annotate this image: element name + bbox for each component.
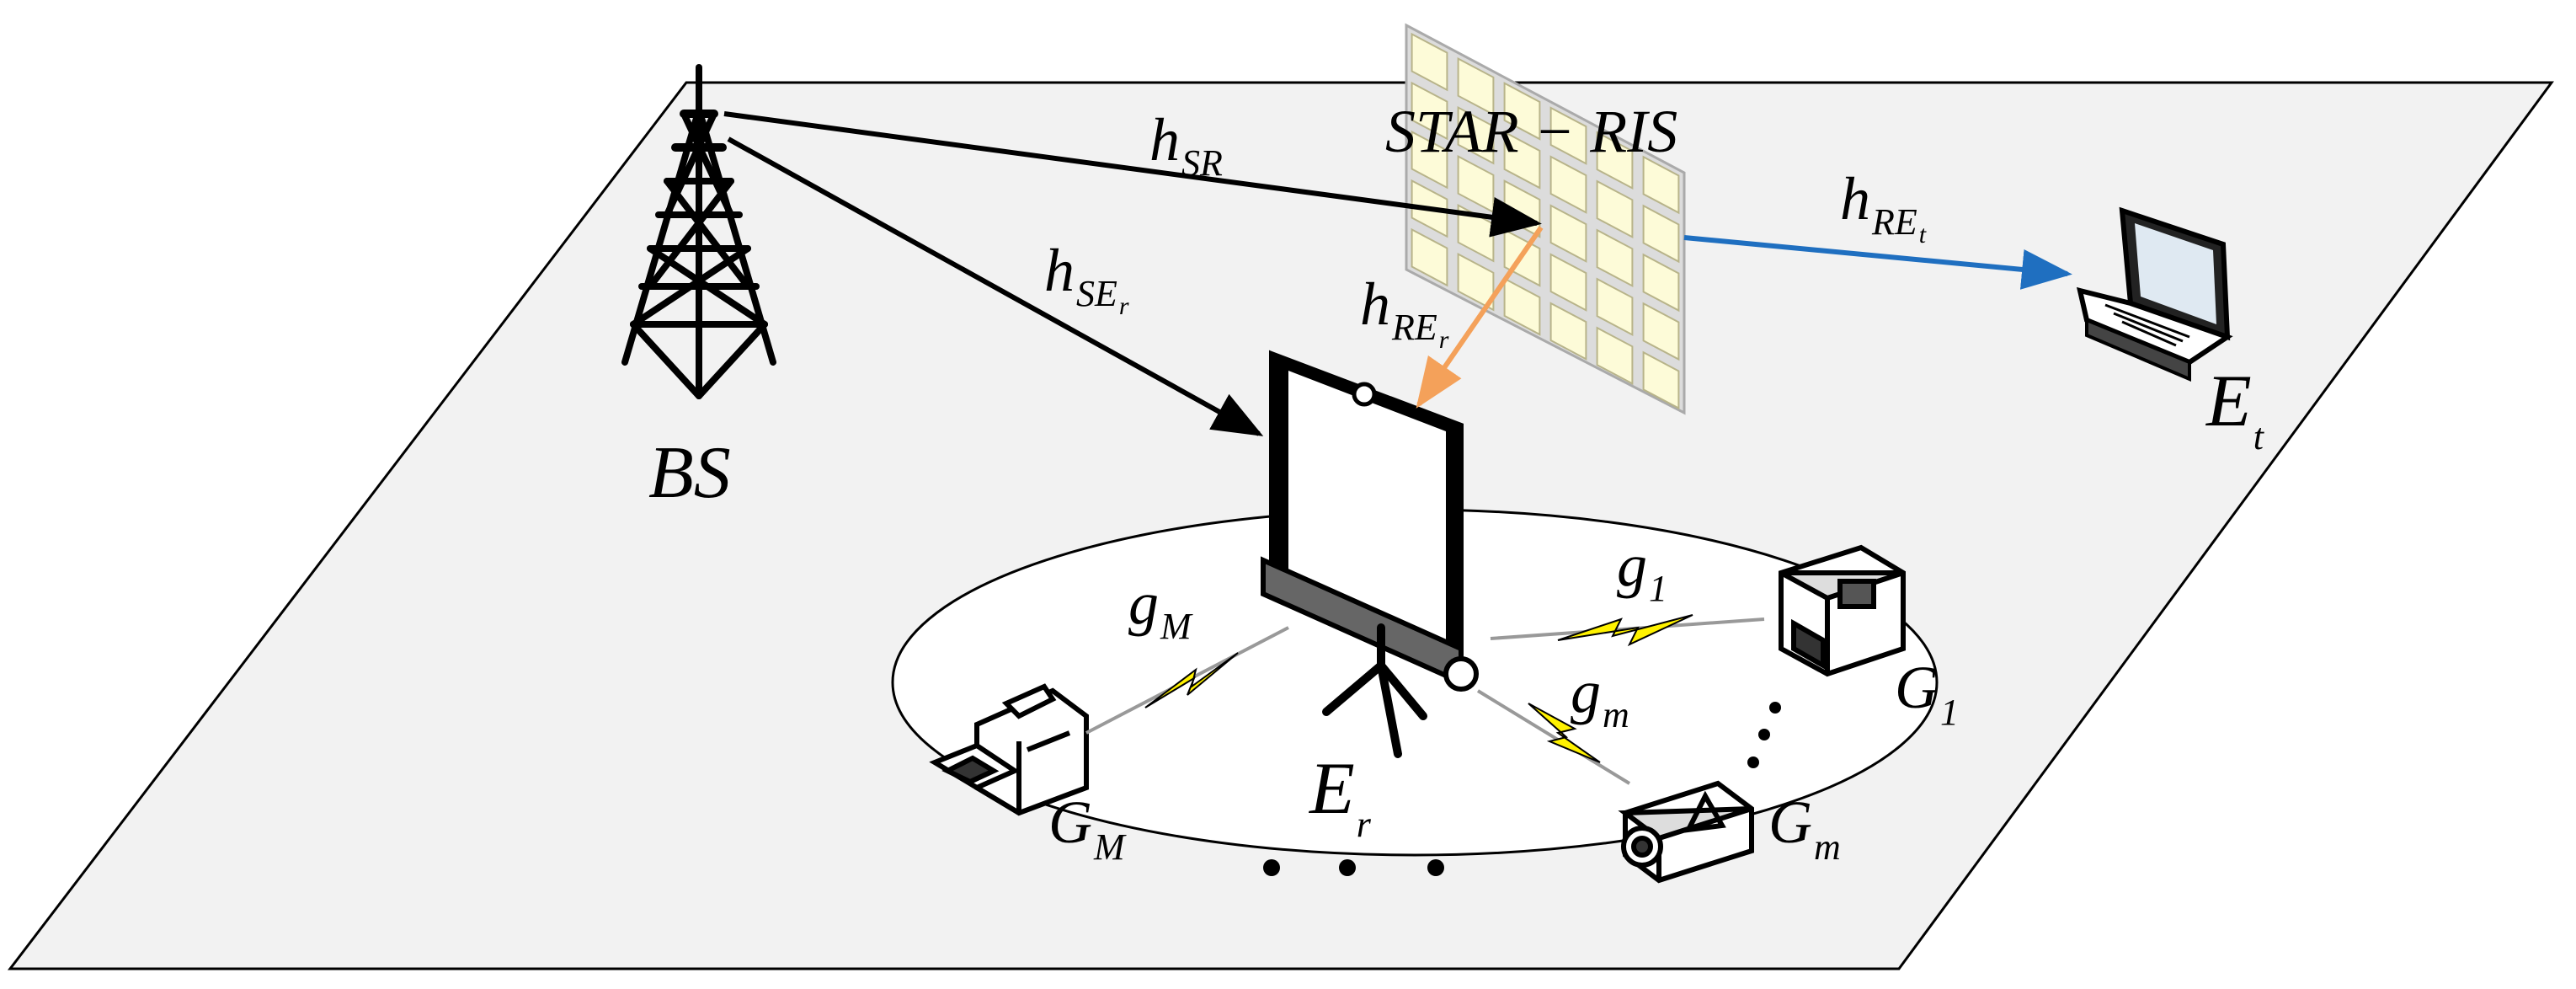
g1-link-label: g1 [1617,532,1667,609]
ris-element [1596,131,1634,190]
link-g1 [1490,614,1765,647]
ris-element [1503,131,1541,190]
ris-element [1549,253,1587,312]
laptop-icon [2076,206,2233,382]
base-station-icon [621,64,776,399]
projector-gm-icon [1618,780,1754,884]
ris-element [1642,350,1680,410]
star-ris-label: STAR − RIS [1385,98,1677,165]
h-ser-label: hSEr [1044,237,1129,320]
ris-element [1457,56,1495,116]
printer-gM-icon [929,683,1089,816]
link-gm [1476,689,1631,785]
ris-element [1596,326,1634,386]
gM-device-label: GM [1048,789,1127,868]
h-sr-label: hSR [1149,106,1223,184]
gM-link-label: gM [1128,569,1193,647]
ris-element [1457,252,1495,312]
et-label: Et [2205,361,2265,457]
ris-element [1549,106,1587,165]
star-ris-panel [1405,23,1686,415]
more-users-dots-right [1747,702,1781,768]
ris-element [1549,302,1587,361]
ris-element [1549,204,1587,263]
more-users-dots-bottom [1263,859,1444,876]
ris-element [1642,253,1680,313]
printer-g1-icon [1779,544,1906,677]
ris-element [1549,155,1587,214]
bs-label: BS [648,432,731,514]
ris-element [1596,228,1634,288]
ris-element [1411,32,1448,92]
ris-element [1596,179,1634,239]
ris-element [1596,277,1634,337]
h-ret-arrow [1683,235,2072,290]
ris-element [1411,81,1448,141]
ris-element [1503,277,1541,336]
ris-element [1411,130,1448,190]
gm-link-label: gm [1571,658,1629,735]
h-rer-arrow [1416,226,1544,409]
gm-device-label: Gm [1768,789,1841,868]
h-rer-label: hREr [1360,270,1449,354]
h-ret-label: hREt [1840,165,1927,249]
ris-element [1642,155,1680,215]
h-ser-arrow [727,136,1264,436]
ris-element [1642,302,1680,361]
ris-element [1411,227,1448,287]
ris-element [1503,82,1541,141]
ris-element [1642,204,1680,264]
projector-screen-icon [1261,350,1479,758]
g1-device-label: G1 [1895,654,1959,733]
ris-element [1457,105,1495,165]
er-label: Er [1308,748,1372,845]
h-sr-arrow [723,111,1542,238]
link-gM [1085,626,1289,735]
